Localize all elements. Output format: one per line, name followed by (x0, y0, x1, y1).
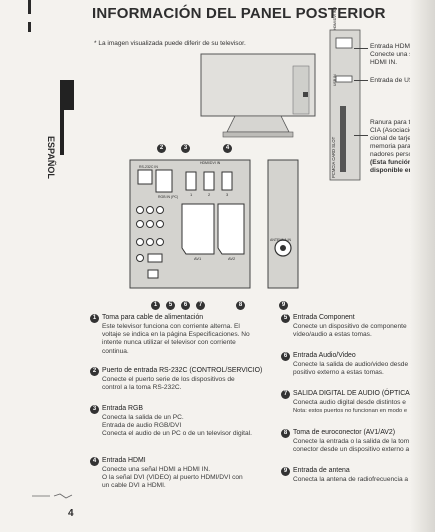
item-9-line-1: Conecta la antena de radiofrecuencia a e… (293, 475, 417, 483)
disclaimer-note: * La imagen visualizada puede diferir de… (94, 40, 246, 47)
item-8-head: Toma de euroconector (AV1/AV2) (293, 429, 396, 436)
item-5-line-1: Conecte un dispositivo de componente (293, 322, 407, 330)
rear-panel-illustration (129, 159, 299, 289)
item-3-head: Entrada RGB (102, 405, 143, 412)
item-8: 8 Toma de euroconector (AV1/AV2) Conecte… (281, 429, 421, 454)
item-3-number: 3 (90, 405, 99, 414)
item-5: 5 Entrada Component Conecte un dispositi… (281, 314, 421, 339)
callout-8: 8 (236, 301, 245, 310)
panel-label-hdmi-1: 1 (190, 192, 193, 197)
panel-label-hdmi: HDMI/DVI IN (200, 161, 221, 165)
ci-note-2: disponible en todo (370, 167, 429, 174)
ci-title-4: memoria para o (370, 143, 417, 150)
item-1-line-2: voltaje se indica en la página Especific… (102, 331, 250, 338)
language-label: ESPAÑOL (46, 136, 56, 179)
item-3-line-2: Entrada de audio RGB/DVI (102, 422, 182, 429)
callout-1: 1 (151, 301, 160, 310)
footer-ornament (32, 493, 73, 499)
page-number: 4 (68, 508, 74, 519)
page-title: INFORMACIÓN DEL PANEL POSTERIOR (92, 5, 386, 22)
item-4-number: 4 (90, 457, 99, 466)
item-9: 9 Entrada de antena Conecta la antena de… (281, 467, 421, 484)
side-hdmi-desc-2: HDMI IN. (370, 59, 398, 66)
crop-mark-left (28, 22, 31, 32)
item-5-number: 5 (281, 314, 290, 323)
item-2-number: 2 (90, 367, 99, 376)
panel-label-antenna: ANTENNA IN (270, 238, 292, 242)
item-1-number: 1 (90, 314, 99, 323)
callout-9: 9 (279, 301, 288, 310)
item-6-head: Entrada Audio/Video (293, 352, 356, 359)
item-9-head: Entrada de antena (293, 467, 350, 474)
item-9-number: 9 (281, 467, 290, 476)
item-3: 3 Entrada RGB Conecta la salida de un PC… (90, 405, 268, 439)
item-3-line-1: Conecta la salida de un PC. (102, 413, 184, 421)
item-5-line-2: vídeo/audio a estas tomas. (293, 331, 372, 338)
language-strip (60, 110, 64, 155)
item-6-line-2: positivo externo a estas tomas. (293, 369, 384, 376)
callout-3: 3 (181, 144, 190, 153)
item-4-line-1: Conecte una señal HDMI a HDMI IN. (102, 465, 211, 473)
panel-label-rgb: RGB IN (PC) (158, 195, 179, 199)
ci-title-5: nadores person (370, 151, 416, 158)
callout-6: 6 (181, 301, 190, 310)
item-4: 4 Entrada HDMI Conecte una señal HDMI a … (90, 457, 268, 491)
item-6-number: 6 (281, 352, 290, 361)
item-7-line-2: Nota: estos puertos no funcionan en modo… (293, 408, 408, 414)
side-usb-title: Entrada de USB (370, 77, 418, 84)
item-7: 7 SALIDA DIGITAL DE AUDIO (ÓPTICA) Conec… (281, 390, 421, 415)
tv-back-illustration (200, 53, 316, 138)
item-7-head: SALIDA DIGITAL DE AUDIO (ÓPTICA) (293, 390, 413, 397)
item-5-head: Entrada Component (293, 314, 355, 321)
ci-note-1: (Esta función no e (370, 159, 428, 166)
item-1: 1 Toma para cable de alimentación Este t… (90, 314, 268, 356)
side-hdmi-desc-1: Conecte una se (370, 51, 417, 58)
panel-label-av1: AV1 (194, 256, 202, 261)
page-edge-shadow (410, 0, 435, 532)
panel-label-rs232: RS-232C IN (139, 165, 158, 169)
item-1-line-4: continua. (102, 347, 129, 355)
item-4-line-3: un cable DVI a HDMI. (102, 482, 166, 490)
panel-label-hdmi-2: 2 (208, 192, 211, 197)
item-2: 2 Puerto de entrada RS-232C (CONTROL/SER… (90, 367, 268, 392)
item-4-head: Entrada HDMI (102, 457, 146, 464)
panel-label-hdmi-3: 3 (226, 192, 229, 197)
item-1-head: Toma para cable de alimentación (102, 314, 204, 321)
callout-5: 5 (166, 301, 175, 310)
side-hdmi-port-label: HDMI/DVI IN 3 (333, 6, 337, 30)
item-3-line-3: Conecta el audio de un PC o de un televi… (102, 430, 252, 438)
side-usb-port-label: USB IN (333, 74, 337, 86)
item-6-line-1: Conecte la salida de audio/video desde (293, 360, 409, 368)
callout-7: 7 (196, 301, 205, 310)
item-1-line-3: intente nunca utilizar el televisor con … (102, 339, 236, 347)
item-8-line-2: conector desde un dispositivo externo a … (293, 446, 415, 453)
leader-usb (354, 80, 368, 81)
side-panel (329, 29, 361, 181)
ci-title-1: Ranura para tar (370, 119, 417, 126)
panel-label-av2: AV2 (228, 256, 236, 261)
item-7-number: 7 (281, 390, 290, 399)
ci-slot-label: PCMCIA CARD SLOT (331, 136, 336, 178)
item-6: 6 Entrada Audio/Video Conecte la salida … (281, 352, 421, 377)
callout-4: 4 (223, 144, 232, 153)
language-tab (60, 80, 74, 110)
side-hdmi-title: Entrada HDMI (370, 43, 412, 50)
ci-title-3: cional de tarjet (370, 135, 413, 142)
item-8-number: 8 (281, 429, 290, 438)
item-8-line-1: Conecte la entrada o la salida de la tom (293, 437, 410, 445)
leader-hdmi (354, 48, 368, 49)
item-2-head: Puerto de entrada RS-232C (CONTROL/SERVI… (102, 367, 263, 374)
item-2-line-2: control a la toma RS-232C. (102, 384, 182, 391)
item-1-line-1: Este televisor funciona con corriente al… (102, 322, 240, 330)
crop-mark-top (28, 0, 31, 14)
ci-title-2: CIA (Asociacio (370, 127, 413, 134)
leader-ci (354, 135, 368, 136)
item-2-line-1: Conecte el puerto serie de los dispositi… (102, 375, 235, 383)
item-4-line-2: O la señal DVI (VIDEO) al puerto HDMI/DV… (102, 474, 243, 481)
callout-2: 2 (157, 144, 166, 153)
item-7-line-1: Conecta audio digital desde distintos e (293, 398, 406, 406)
